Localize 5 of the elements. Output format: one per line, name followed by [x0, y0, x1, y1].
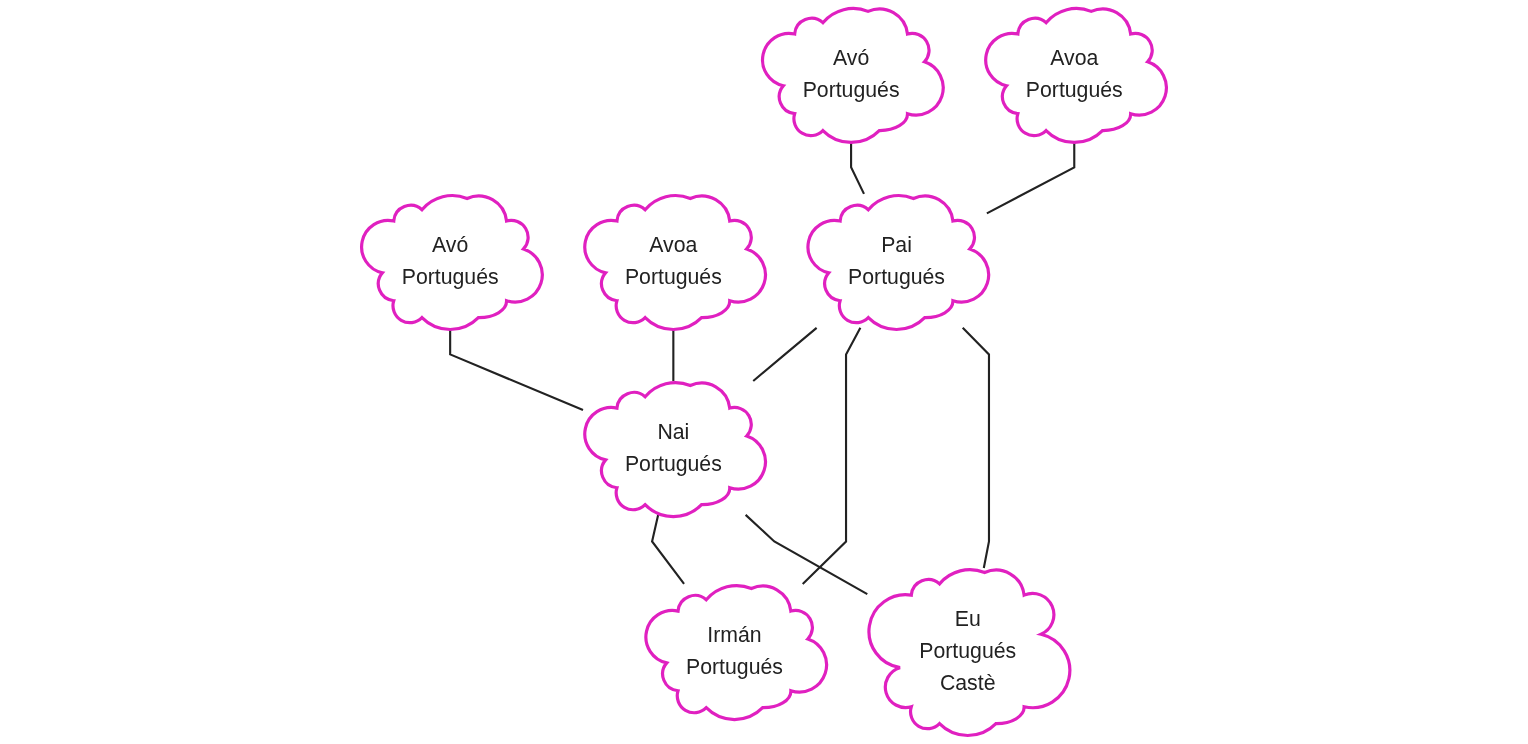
- connector: [752, 327, 818, 382]
- connector: [650, 514, 685, 585]
- connector: [961, 327, 991, 569]
- connector: [744, 514, 868, 595]
- connector: [801, 327, 862, 585]
